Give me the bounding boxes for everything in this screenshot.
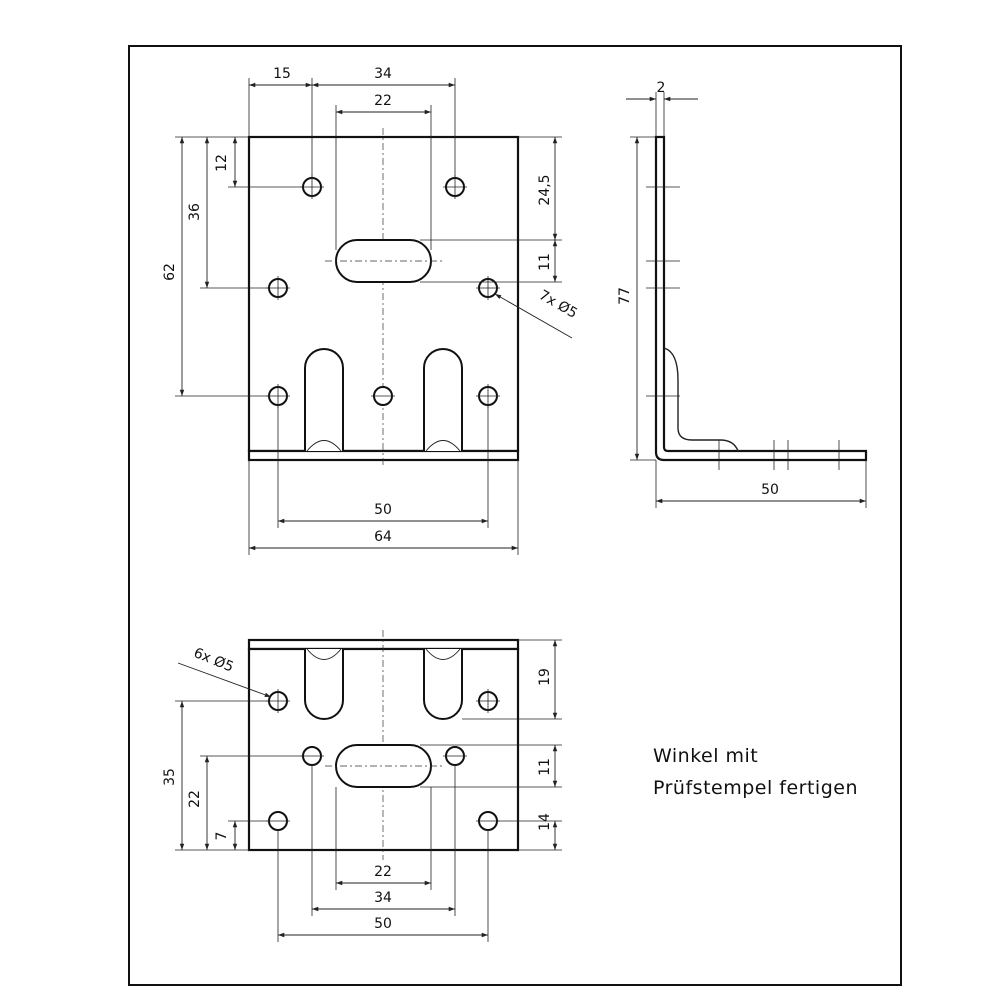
- dim-34: 34: [374, 66, 392, 82]
- dim-50: 50: [374, 502, 392, 518]
- dim-11-bottom: 11: [537, 758, 553, 776]
- dim-12: 12: [214, 154, 230, 172]
- dim-19: 19: [537, 668, 553, 686]
- dim-22: 22: [374, 93, 392, 109]
- holes-callout-bottom: 6x Ø5: [191, 645, 236, 675]
- bottom-view: 6x Ø5 35 22 7 19 11 14 22: [162, 630, 562, 942]
- dim-2: 2: [657, 80, 666, 96]
- side-view-profile: [654, 135, 868, 462]
- drawing-frame: [128, 45, 902, 986]
- dim-15: 15: [273, 66, 291, 82]
- slot-vertical: [304, 649, 344, 720]
- holes-callout-top: 7x Ø5: [536, 287, 580, 322]
- note-line-2: Prüfstempel fertigen: [653, 777, 858, 799]
- bottom-view-flange: [247, 638, 520, 651]
- dim-62: 62: [162, 263, 178, 281]
- note-line-1: Winkel mit: [653, 745, 758, 767]
- dim-36: 36: [187, 203, 203, 221]
- dim-11: 11: [537, 253, 553, 271]
- dim-64: 64: [374, 529, 392, 545]
- dim-50-bottom: 50: [374, 916, 392, 932]
- slot-vertical: [423, 348, 463, 451]
- dim-7: 7: [214, 832, 230, 841]
- dim-50-side: 50: [761, 482, 779, 498]
- slot-vertical: [423, 649, 463, 720]
- slot-vertical: [304, 348, 344, 451]
- dim-24-5: 24,5: [537, 174, 553, 205]
- dim-14: 14: [537, 813, 553, 831]
- dim-77: 77: [617, 287, 633, 305]
- side-view-rib: [663, 347, 739, 452]
- top-view-flange: [247, 449, 520, 462]
- dim-22-vertical: 22: [187, 790, 203, 808]
- dim-35: 35: [162, 768, 178, 786]
- side-view: 2 77 50: [617, 80, 868, 508]
- dim-34-bottom: 34: [374, 890, 392, 906]
- top-view: 15 34 22 12 36 62 24,5 11 7x Ø5: [162, 66, 580, 555]
- dim-22-bottom: 22: [374, 864, 392, 880]
